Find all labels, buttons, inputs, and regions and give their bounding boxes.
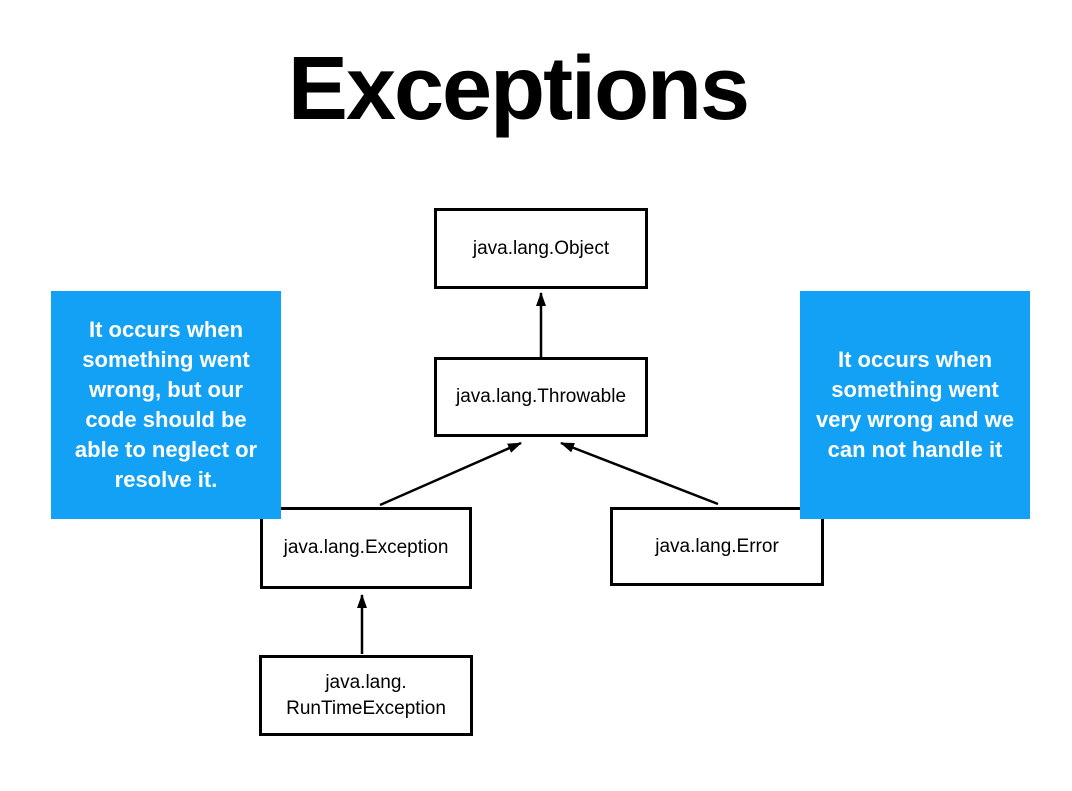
callout-line: able to neglect or <box>74 437 258 462</box>
node-java-lang-object: java.lang.Object <box>434 208 648 289</box>
node-java-lang-exception: java.lang.Exception <box>260 507 472 589</box>
node-label-line: java.lang. <box>325 671 407 693</box>
callout-error-note: It occurs when something went very wrong… <box>800 291 1030 519</box>
callout-line: something went <box>82 347 250 372</box>
callout-line: It occurs when <box>837 347 993 372</box>
arrow-error-to-throwable-icon <box>560 441 719 506</box>
callout-line: resolve it. <box>114 467 218 492</box>
callout-line: It occurs when <box>88 317 244 342</box>
callout-line: wrong, but our <box>89 377 243 402</box>
node-java-lang-throwable: java.lang.Throwable <box>434 357 648 437</box>
page-title: Exceptions <box>287 39 750 139</box>
node-label: java.lang.Exception <box>283 537 449 558</box>
callout-line: something went <box>831 377 999 402</box>
callout-line: code should be <box>85 407 247 432</box>
node-java-lang-error: java.lang.Error <box>610 507 824 586</box>
callout-line: can not handle it <box>827 437 1003 462</box>
callout-exception-note: It occurs when something went wrong, but… <box>51 291 281 519</box>
node-label-line: RunTimeException <box>286 697 446 719</box>
node-java-lang-runtimeexception: java.lang. RunTimeException <box>259 655 473 736</box>
node-label: java.lang.Object <box>472 237 610 259</box>
callout-line: very wrong and we <box>815 407 1015 432</box>
node-label: java.lang.Error <box>655 535 779 557</box>
node-label: java.lang.Throwable <box>455 386 627 407</box>
arrow-exception-to-throwable-icon <box>379 441 522 507</box>
